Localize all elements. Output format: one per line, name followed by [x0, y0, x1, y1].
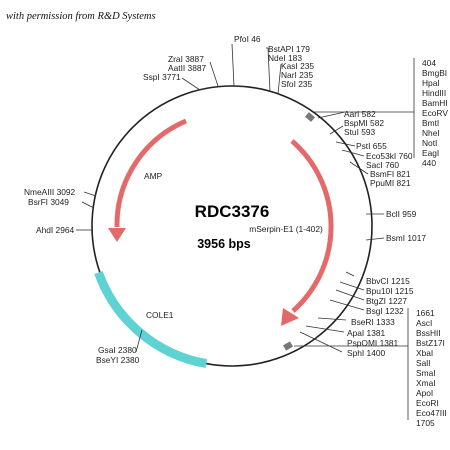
mcs-top-10: 440 — [422, 158, 436, 168]
site-ppumi: PpuMI 821 — [370, 178, 411, 188]
cole1-feature — [94, 271, 208, 369]
site-pfoi: PfoI 46 — [234, 34, 261, 44]
plasmid-name: RDC3376 — [195, 202, 270, 221]
insert-label: mSerpin-E1 (1-402) — [249, 224, 323, 234]
amp-label: AMP — [144, 171, 163, 181]
site-saci: SacI 760 — [366, 160, 399, 170]
site-kasi: KasI 235 — [281, 61, 314, 71]
mcs-bottom-11: 1705 — [416, 418, 435, 428]
mcs-top-9: EagI — [422, 148, 439, 158]
site-ndei: NdeI 183 — [268, 53, 302, 63]
mcs-bottom-4: XbaI — [416, 348, 433, 358]
insert-arrow — [290, 139, 334, 313]
site-sphi: SphI 1400 — [347, 348, 386, 358]
site-bpu10i: Bpu10I 1215 — [366, 286, 414, 296]
site-zrai: ZraI 3887 — [168, 54, 204, 64]
site-bseri: BseRI 1333 — [351, 317, 395, 327]
mcs-top-6: BmtI — [422, 118, 439, 128]
mcs-top-4: BamHI — [422, 98, 448, 108]
mcs-bottom-6: SmaI — [416, 368, 436, 378]
mcs-top-2: HpaI — [422, 78, 440, 88]
site-bsgi: BsgI 1232 — [366, 306, 404, 316]
mcs-top-5: EcoRV — [422, 108, 448, 118]
mcs-bottom-5: SalI — [416, 358, 430, 368]
mcs-bottom-10: Eco47III — [416, 408, 447, 418]
mcs-bottom-9: EcoRI — [416, 398, 439, 408]
mcs-box-top — [305, 112, 315, 122]
amp-arrow — [114, 118, 187, 228]
mcs-bottom-0: 1661 — [416, 308, 435, 318]
plasmid-size: 3956 bps — [197, 237, 251, 251]
insert-arrowhead — [281, 308, 299, 326]
site-btgzi: BtgZI 1227 — [366, 296, 407, 306]
mcs-bottom-8: ApoI — [416, 388, 433, 398]
mcs-top-0: 404 — [422, 58, 436, 68]
site-sspi: SspI 3771 — [143, 72, 181, 82]
site-sfoi: SfoI 235 — [281, 79, 313, 89]
site-bspmi: BspMI 582 — [344, 118, 384, 128]
amp-arrowhead — [108, 228, 126, 242]
site-stui: StuI 593 — [344, 127, 376, 137]
site-bsmi: BsmI 1017 — [386, 233, 426, 243]
cole1-label: COLE1 — [146, 310, 174, 320]
mcs-top-8: NotI — [422, 138, 437, 148]
site-gsai: GsaI 2380 — [98, 345, 137, 355]
mcs-bottom-7: XmaI — [416, 378, 436, 388]
permission-note: with permission from R&D Systems — [6, 11, 156, 22]
site-bsrfi: BsrFI 3049 — [28, 197, 69, 207]
site-apai: ApaI 1381 — [347, 328, 386, 338]
site-pspomi: PspOMI 1381 — [347, 338, 399, 348]
site-psti: PstI 655 — [356, 141, 387, 151]
site-nari: NarI 235 — [281, 70, 313, 80]
site-bstapi: BstAPI 179 — [268, 44, 310, 54]
mcs-bottom-3: BstZ17I — [416, 338, 445, 348]
mcs-top-3: HindIII — [422, 88, 446, 98]
mcs-top-1: BmgBI — [422, 68, 447, 78]
site-bseyi: BseYI 2380 — [96, 355, 140, 365]
site-bsmfi: BsmFI 821 — [370, 169, 411, 179]
site-aatii: AatII 3887 — [168, 63, 207, 73]
mcs-bottom-1: AscI — [416, 318, 432, 328]
site-bcli: BclI 959 — [386, 209, 417, 219]
mcs-top-7: NheI — [422, 128, 440, 138]
site-nmeaiii: NmeAIII 3092 — [24, 187, 76, 197]
site-ahdi: AhdI 2964 — [36, 225, 75, 235]
site-eco53ki: Eco53kI 760 — [366, 151, 413, 161]
mcs-box-bottom — [283, 341, 293, 351]
site-bbvci: BbvCI 1215 — [366, 276, 410, 286]
mcs-bottom-2: BssHII — [416, 328, 441, 338]
plasmid-backbone — [91, 85, 373, 367]
site-aari: AarI 582 — [344, 109, 376, 119]
